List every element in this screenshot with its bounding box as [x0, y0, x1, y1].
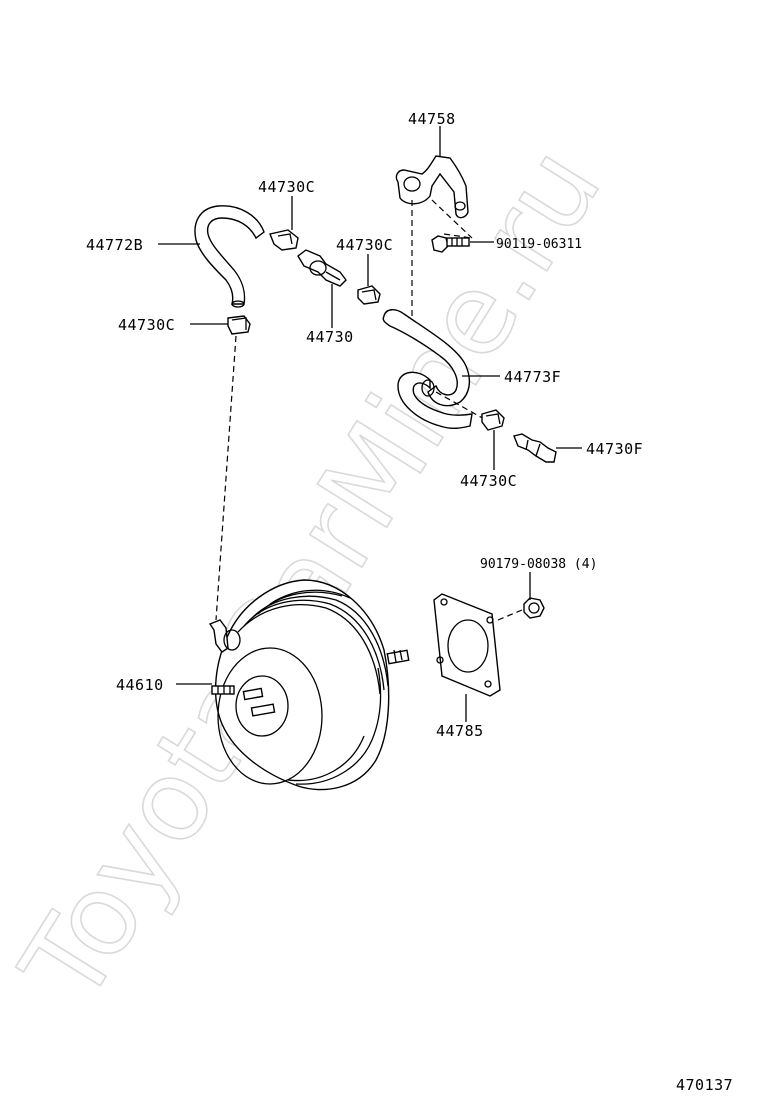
check-valve-44730: [297, 249, 347, 287]
diagram-id: 470137: [676, 1076, 733, 1094]
label-44610: 44610: [116, 676, 164, 694]
label-44785: 44785: [436, 722, 484, 740]
union-44730f: [513, 433, 557, 463]
clip-44730c-left: [227, 315, 251, 335]
bracket-44758: [395, 155, 469, 219]
label-44730: 44730: [306, 328, 354, 346]
label-44773f: 44773F: [504, 368, 561, 386]
nut-90179: [523, 597, 545, 619]
bolt-90119: [431, 235, 470, 253]
label-90119-06311: 90119-06311: [496, 237, 582, 252]
label-44730c-mid: 44730C: [336, 236, 393, 254]
label-44730c-top: 44730C: [258, 178, 315, 196]
brake-booster-44610: [208, 579, 410, 791]
label-44758: 44758: [408, 110, 456, 128]
clip-44730c-mid: [357, 285, 381, 305]
label-44772b: 44772B: [86, 236, 143, 254]
label-90179-08038: 90179-08038 (4): [480, 557, 597, 572]
clip-44730c-top: [269, 229, 299, 251]
clip-44730c-bottom: [481, 409, 505, 431]
label-44730c-bottom: 44730C: [460, 472, 517, 490]
hose-44772b: [194, 205, 265, 308]
gasket-44785: [433, 593, 501, 697]
label-44730c-left: 44730C: [118, 316, 175, 334]
label-44730f: 44730F: [586, 440, 643, 458]
hose-44773f: [382, 309, 473, 429]
